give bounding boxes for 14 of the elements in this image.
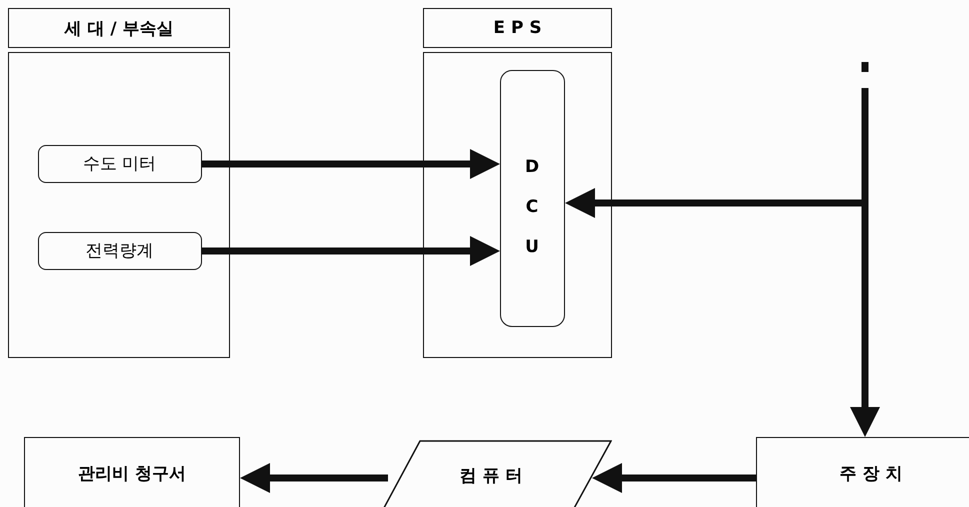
header-band: 세 대 / 부속실 (8, 8, 230, 48)
arrow (850, 88, 880, 437)
process-box: 주 장 치 (756, 437, 969, 507)
group-frame (8, 52, 230, 358)
arrow (240, 463, 388, 493)
arrow (592, 463, 756, 493)
header-band: E P S (423, 8, 612, 48)
device-box: 전력량계 (38, 232, 202, 270)
arrow (202, 236, 500, 266)
arrow (202, 149, 500, 179)
document-box: 관리비 청구서 (24, 437, 240, 507)
unit-box: D C U (500, 70, 564, 326)
group-frame (423, 52, 612, 358)
device-box: 수도 미터 (38, 144, 202, 182)
